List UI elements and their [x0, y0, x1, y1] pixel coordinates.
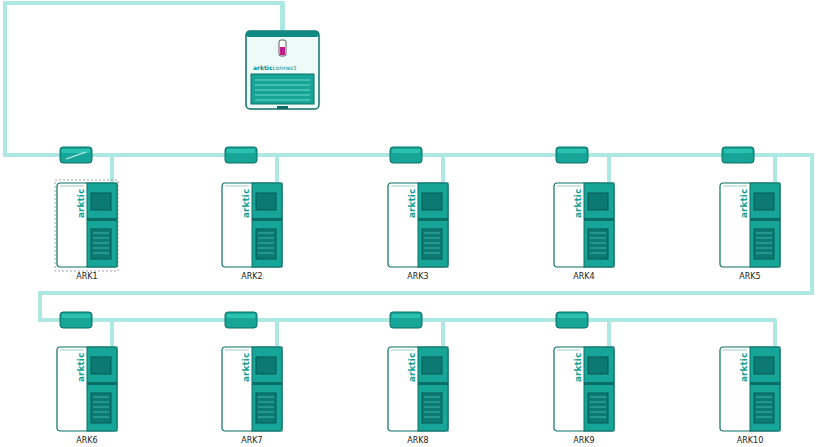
cable	[5, 3, 812, 346]
instrument-label: ARK5	[709, 273, 791, 281]
tee-connectors	[60, 147, 754, 328]
cable	[5, 3, 812, 346]
brand-text: arktic	[242, 353, 251, 382]
brand-text: arktic	[408, 189, 417, 218]
brand-text: arktic	[740, 189, 749, 218]
instrument-illustration	[56, 346, 118, 432]
instrument-illustration	[221, 346, 283, 432]
brand-text: arktic	[77, 353, 86, 382]
instrument-label: ARK7	[211, 437, 293, 445]
instrument-label: ARK8	[377, 437, 459, 445]
instrument: arkticARK6	[56, 346, 118, 432]
brand-text: arktic	[77, 189, 86, 218]
instrument-illustration	[719, 346, 781, 432]
selection-outline	[55, 180, 118, 271]
instrument: arkticARK1	[56, 182, 118, 268]
instrument: arkticARK2	[221, 182, 283, 268]
instrument: arkticARK3	[387, 182, 449, 268]
brand-text: arktic	[253, 65, 272, 71]
brand-label: arkticconnect	[253, 65, 296, 71]
instrument-label: ARK6	[46, 437, 128, 445]
instrument: arkticARK10	[719, 346, 781, 432]
brand-text: arktic	[574, 353, 583, 382]
instrument-label: ARK1	[46, 273, 128, 281]
instrument: arkticARK9	[553, 346, 615, 432]
cable	[5, 3, 812, 346]
hub-device: arkticconnect	[245, 30, 320, 110]
instrument-illustration	[553, 346, 615, 432]
instrument-illustration	[56, 182, 118, 268]
instrument: arkticARK8	[387, 346, 449, 432]
brand-text: arktic	[242, 189, 251, 218]
instrument: arkticARK5	[719, 182, 781, 268]
instrument-illustration	[719, 182, 781, 268]
instrument-label: ARK3	[377, 273, 459, 281]
cable	[5, 3, 812, 346]
brand-text: arktic	[408, 353, 417, 382]
instrument-illustration	[387, 346, 449, 432]
instrument-label: ARK4	[543, 273, 625, 281]
instrument-label: ARK2	[211, 273, 293, 281]
cable	[5, 3, 812, 346]
instrument: arkticARK4	[553, 182, 615, 268]
brand-text: connect	[272, 65, 296, 71]
instrument: arkticARK7	[221, 346, 283, 432]
brand-text: arktic	[740, 353, 749, 382]
instrument-illustration	[387, 182, 449, 268]
instrument-label: ARK10	[709, 437, 791, 445]
brand-text: arktic	[574, 189, 583, 218]
instrument-illustration	[221, 182, 283, 268]
instrument-label: ARK9	[543, 437, 625, 445]
instrument-illustration	[553, 182, 615, 268]
